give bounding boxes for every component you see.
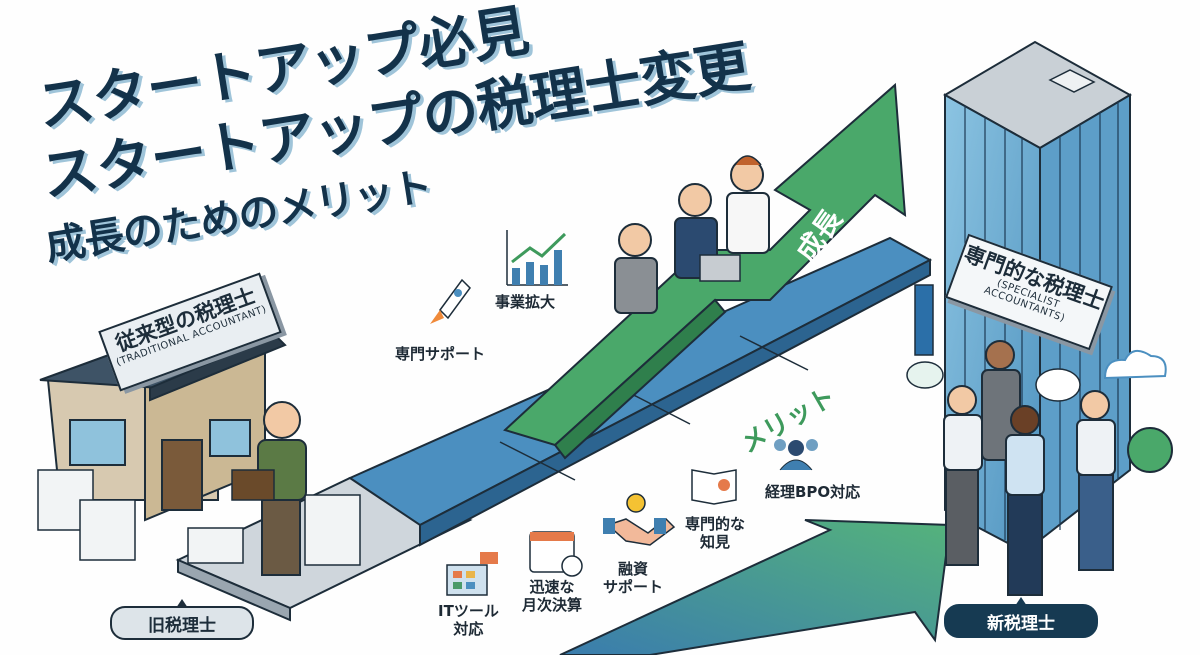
- handshake-coin-icon: [603, 493, 676, 546]
- old-house: [39, 333, 287, 522]
- rocket-icon: [430, 278, 471, 324]
- benefit-label-business-expansion: 事業拡大: [495, 293, 556, 311]
- abacus-icon: [231, 469, 275, 501]
- it-tools-icon: [446, 552, 498, 596]
- old-accountant-figure: [231, 401, 307, 576]
- laptop-icon: [699, 254, 741, 282]
- benefit-label-expert-support: 専門サポート: [395, 345, 486, 363]
- paper-stacks: [37, 469, 361, 566]
- benefit-label-fast-monthly-close: 迅速な 月次決算: [522, 578, 583, 614]
- cloud-upload-icon: [1103, 349, 1167, 380]
- book-brain-icon: [691, 469, 737, 505]
- calendar-clock-icon: [529, 531, 583, 577]
- benefit-label-accounting-bpo: 経理BPO対応: [765, 483, 861, 501]
- chat-bubble-icon: [906, 361, 944, 389]
- bottom-progress-arrow: [559, 519, 952, 655]
- benefit-label-financing-support: 融資 サポート: [603, 560, 664, 596]
- speech-bubble-icon: [1035, 368, 1081, 402]
- growth-chart-icon: [506, 230, 568, 286]
- old-accountant-tag: 旧税理士: [110, 599, 254, 640]
- startup-team-figures: [614, 155, 770, 314]
- vertical-sign: [914, 284, 934, 356]
- new-accountant-tag: 新税理士: [944, 597, 1098, 638]
- benefit-label-expert-knowledge: 専門的な 知見: [685, 515, 746, 551]
- bush-icon: [1127, 427, 1173, 473]
- benefit-label-it-tools: ITツール 対応: [438, 602, 499, 638]
- specialist-team-figures: [906, 340, 1173, 596]
- team-headset-icon: [774, 439, 818, 471]
